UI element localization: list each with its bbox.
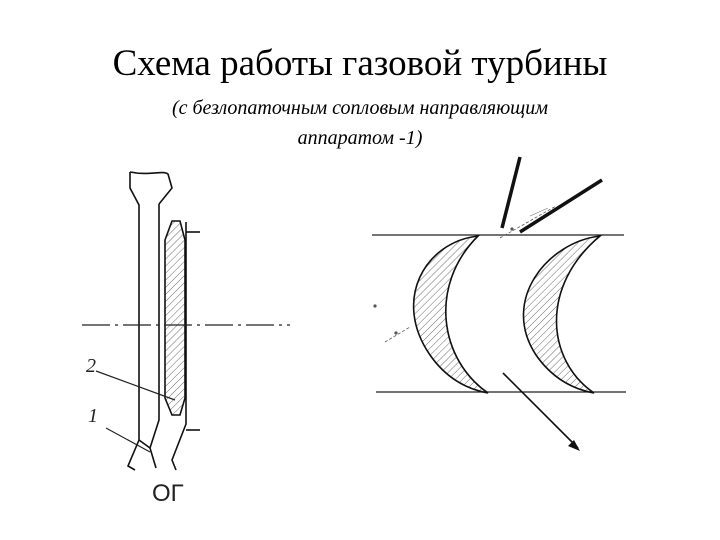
- turbine-section: [126, 171, 200, 471]
- outlet-flow-line: [502, 372, 579, 449]
- inlet-flow-line-2: [519, 178, 603, 234]
- construction-line: [529, 207, 549, 217]
- outlet-flow-arrowhead: [568, 440, 580, 451]
- page-subtitle: (с безлопаточным сопловым направляющим а…: [0, 93, 720, 153]
- blade-cascade: [372, 156, 626, 451]
- page-title: Схема работы газовой турбины: [112, 43, 608, 84]
- shaft-wall: [149, 204, 160, 469]
- construction-mark: [373, 304, 377, 308]
- label-2: 2: [86, 355, 96, 377]
- nozzle-vane: [164, 220, 186, 416]
- construction-line: [384, 326, 411, 343]
- housing-bottom-left: [138, 439, 151, 449]
- rotor-blade-2: [522, 234, 603, 394]
- subtitle-line-1: (с безлопаточным сопловым направляющим: [171, 97, 549, 119]
- construction-mark: [510, 227, 514, 231]
- label-2-leader: [95, 370, 176, 401]
- housing-top: [129, 171, 173, 205]
- housing-left-wall: [126, 172, 140, 471]
- label-og: ОГ: [152, 480, 184, 507]
- housing-right-wall: [171, 222, 187, 471]
- label-1: 1: [88, 405, 98, 427]
- inlet-flow-line-1: [500, 156, 522, 229]
- subtitle-line-2: аппаратом -1): [297, 127, 423, 149]
- construction-mark: [394, 331, 398, 335]
- construction-line: [499, 205, 557, 239]
- label-1-leader: [105, 427, 151, 453]
- rotor-blade-1: [412, 234, 489, 394]
